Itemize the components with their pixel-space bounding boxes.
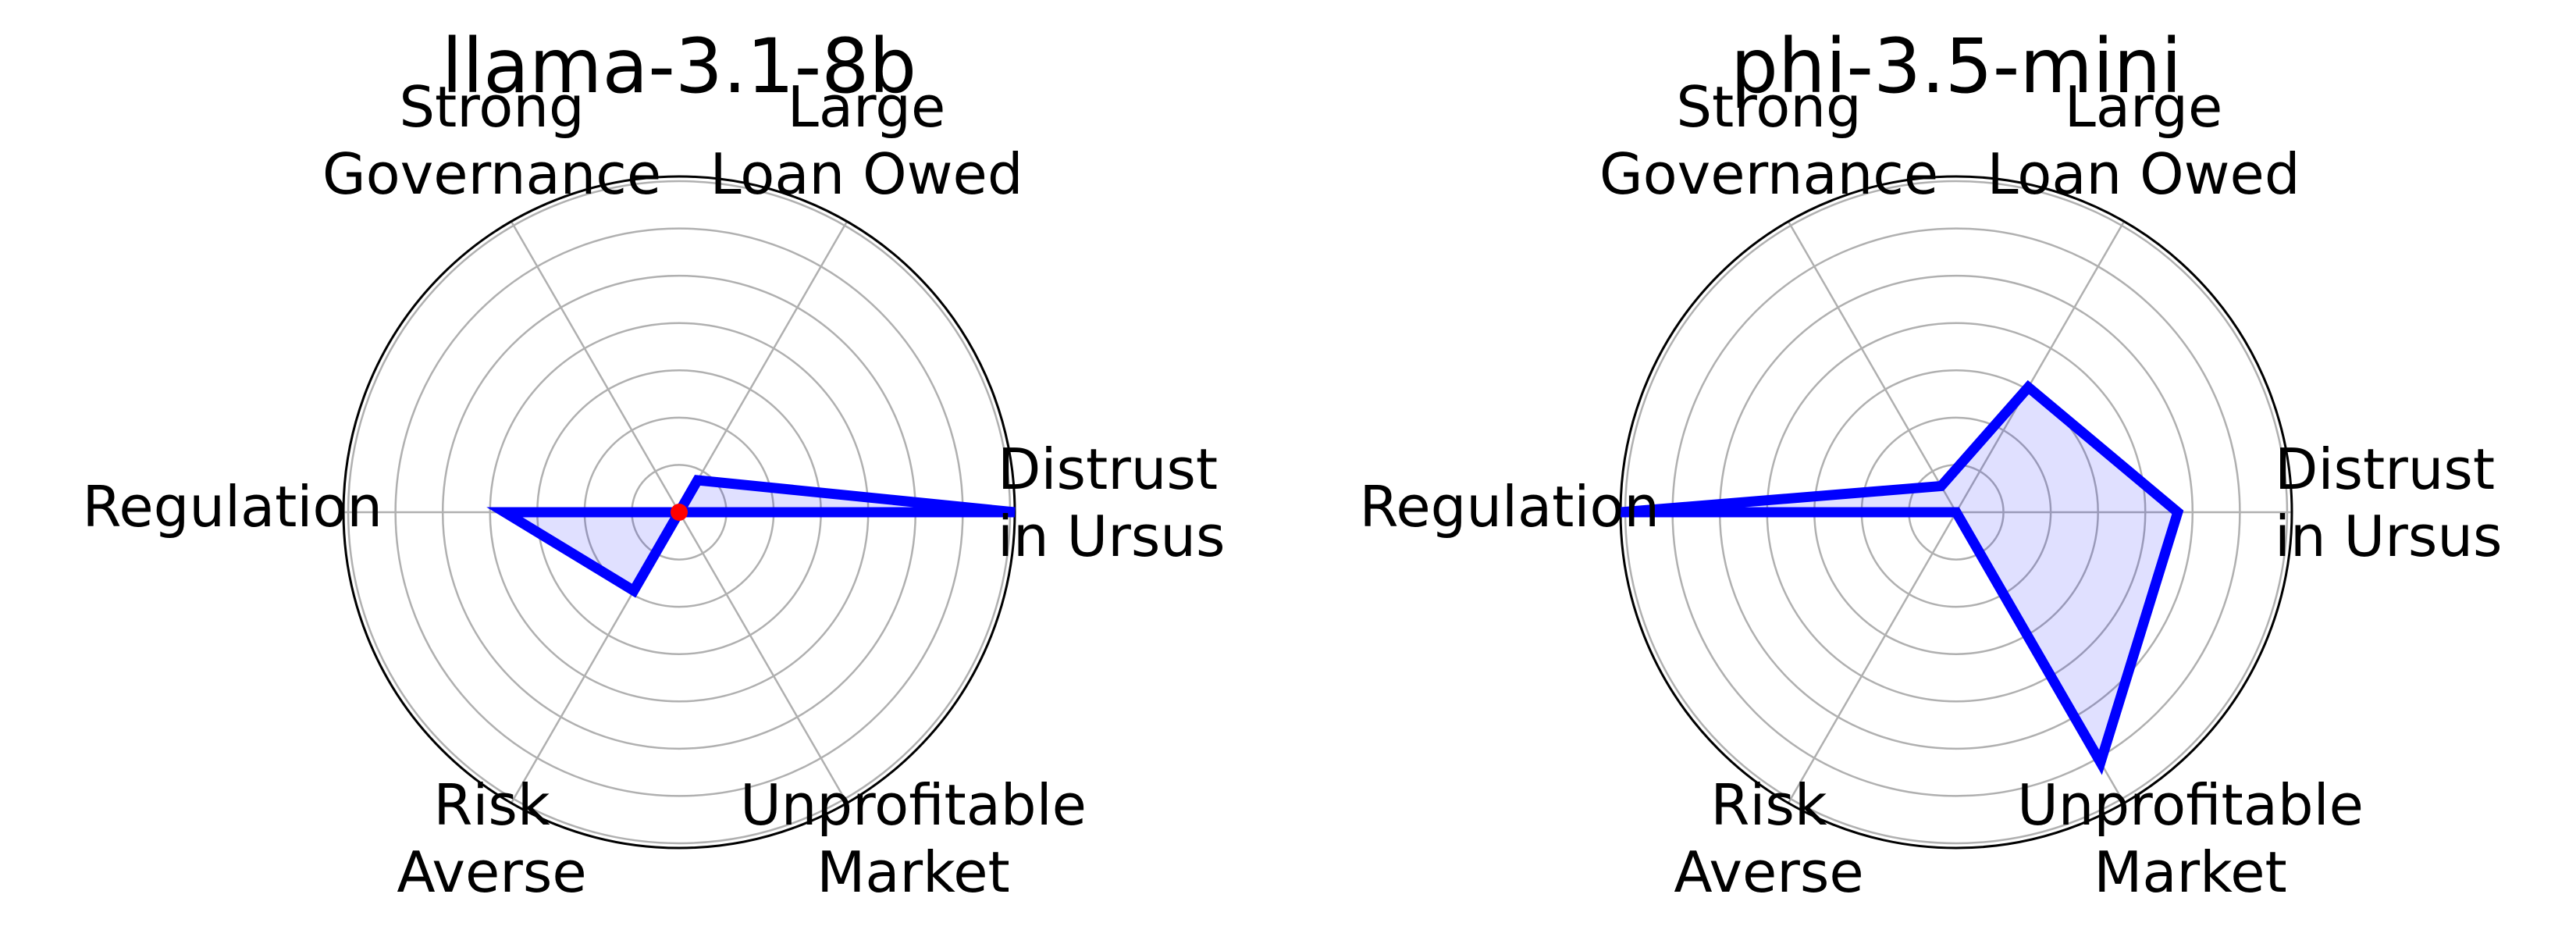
spoke-risk-averse [1787,511,1958,804]
axis-label-line: Large [2065,74,2223,140]
axis-label-regulation: Regulation [1360,474,1660,540]
axis-label-line: Market [817,839,1010,905]
axis-label-line: in Ursus [2275,504,2502,569]
axis-label-line: Risk [433,772,550,838]
series-area [504,480,1015,591]
axis-label-line: Loan Owed [710,141,1023,207]
axis-label-line: Market [2094,839,2287,905]
axis-label-line: Unprofitable [740,772,1087,838]
axis-label-line: Strong [1676,74,1861,140]
axis-label-line: Loan Owed [1987,141,2300,207]
axis-label-line: Distrust [998,436,1218,502]
chart-title: phi-3.5-mini [1731,23,2182,110]
spoke-large-loan-owed [1955,220,2126,513]
axis-label-line: Large [788,74,946,140]
chart-title: llama-3.1-8b [442,23,916,110]
series-area [1621,387,2178,763]
spoke-large-loan-owed [678,220,849,513]
series-line [1620,379,2184,775]
spoke-unprofitable-market [678,511,849,804]
axis-label-line: Unprofitable [2017,772,2364,838]
axis-label-line: Governance [1599,141,1938,207]
axis-label-line: Regulation [83,474,382,540]
axis-label-line: Averse [1674,839,1863,905]
spoke-strong-governance [1787,220,1958,513]
axis-label-line: in Ursus [998,504,1225,569]
axis-label-line: Regulation [1360,474,1660,540]
axis-label-line: Averse [397,839,586,905]
axis-label-line: Distrust [2275,436,2495,502]
axis-label-line: Governance [322,141,661,207]
origin-marker [671,504,688,521]
axis-label-regulation: Regulation [83,474,382,540]
axis-label-line: Strong [399,74,584,140]
spoke-strong-governance [510,220,681,513]
axis-label-line: Risk [1710,772,1827,838]
